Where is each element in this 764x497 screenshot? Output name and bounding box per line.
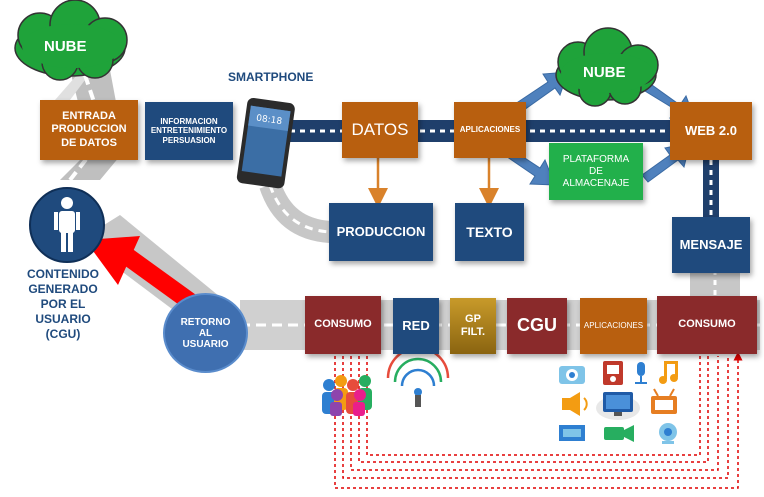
consumo-right-box: CONSUMO [657,296,757,354]
red-box: RED [393,298,439,354]
plataforma-box: PLATAFORMA DE ALMACENAJE [549,143,643,200]
webcam-icon [659,423,677,444]
camera-icon [559,366,585,384]
gp-filt-box: GP FILT. [450,298,496,354]
produccion-box: PRODUCCION [329,203,433,261]
film-strip-icon [559,425,585,441]
speaker-icon [562,392,588,416]
cgu-box: CGU [507,298,567,354]
people-icon [322,375,372,416]
retorno-circle: RETORNO AL USUARIO [163,293,248,373]
media-player-icon [603,361,623,385]
aplicaciones-bottom-box: APLICACIONES [580,298,647,354]
web-box: WEB 2.0 [670,102,752,160]
mensaje-box: MENSAJE [672,217,750,273]
aplicaciones-top-box: APLICACIONES [454,102,526,158]
consumo-left-box: CONSUMO [305,296,381,354]
texto-box: TEXTO [455,203,524,261]
microphone-icon [635,362,647,384]
smartphone-label: SMARTPHONE [228,70,314,84]
smartphone-icon: 08:18 [236,97,295,189]
cgu-label: CONTENIDO GENERADO POR EL USUARIO (CGU) [27,267,99,341]
right-cloud-label: NUBE [583,64,626,81]
monitor-icon [596,392,640,420]
informacion-box: INFORMACION ENTRETENIMIENTO PERSUASION [145,102,233,160]
user-icon [29,187,105,263]
left-cloud [14,0,128,81]
video-camera-icon [604,425,634,442]
left-cloud-label: NUBE [44,38,87,55]
svg-text:08:18: 08:18 [256,114,283,128]
music-note-icon [659,361,678,384]
entrada-box: ENTRADA PRODUCCION DE DATOS [40,100,138,160]
right-cloud [555,27,659,107]
tv-icon [651,388,677,414]
datos-box: DATOS [342,102,418,158]
wifi-signal-icon [386,346,450,407]
